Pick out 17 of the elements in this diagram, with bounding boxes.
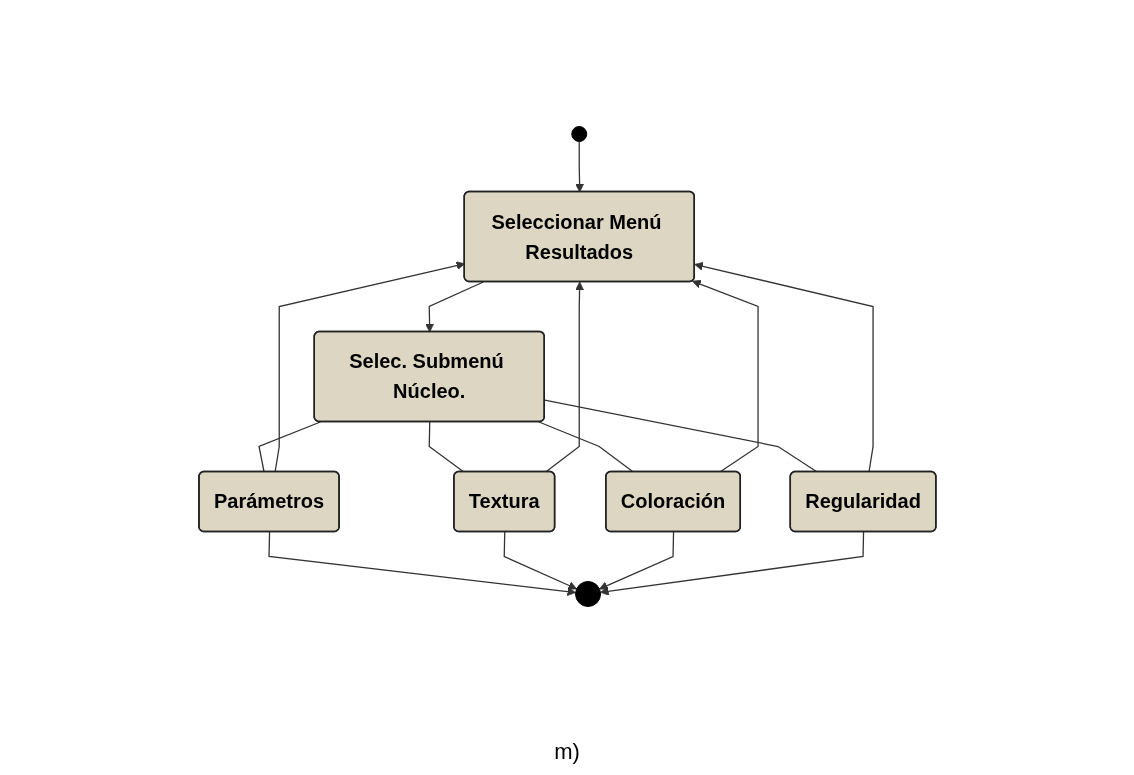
arrow [691, 279, 759, 473]
arrow [599, 531, 864, 596]
connector [257, 421, 321, 473]
connector [537, 421, 634, 473]
arrow [267, 531, 576, 596]
arrow [574, 140, 584, 193]
arrow [544, 281, 584, 473]
arrow [274, 261, 465, 473]
arrow [503, 531, 577, 590]
node-circle [570, 126, 587, 142]
connector [543, 399, 818, 473]
arrow [424, 281, 484, 333]
node-circle [574, 581, 601, 607]
arrow [598, 531, 674, 590]
caption: m) [554, 738, 580, 766]
arrow [693, 261, 874, 473]
connector [428, 421, 465, 473]
